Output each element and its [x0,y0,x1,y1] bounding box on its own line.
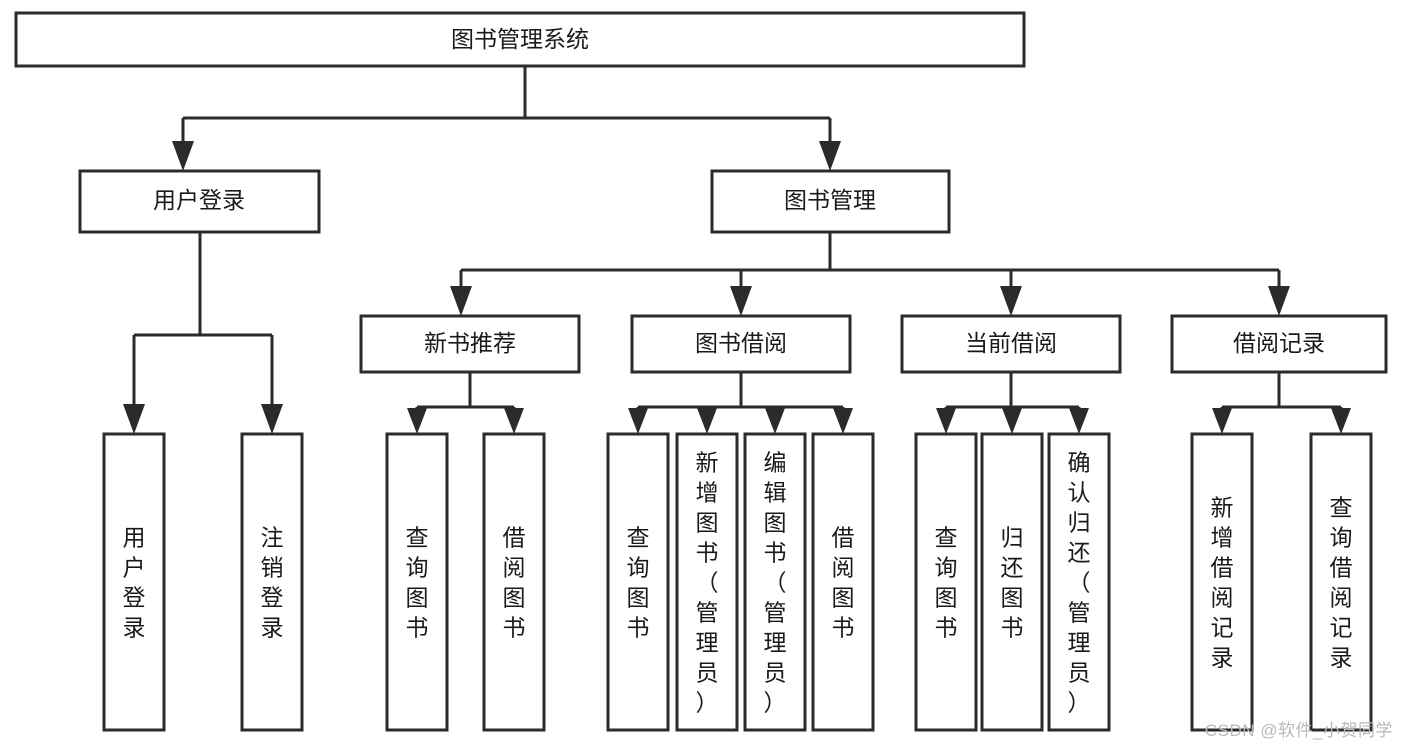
leaf-node-borrow-book-recommend-label: 借阅图书 [503,524,526,640]
node-current-borrow-box [900,314,1122,374]
arrow-records-c2 [1331,408,1351,434]
leaf-node-query-book-current-box [914,432,978,732]
connector-group-newbook [407,372,524,434]
connector-group-bookmgmt [450,232,1290,316]
leaf-node-add-book-admin-box [675,432,739,732]
leaf-node-add-borrow-record-label: 新增借阅记录 [1211,494,1234,670]
node-new-book-recommend[interactable]: 新书推荐 [359,314,581,374]
node-root-box [14,11,1026,68]
arrow-current-c3 [1069,408,1089,434]
leaf-node-query-book-recommend-box [385,432,449,732]
leaf-node-confirm-return-admin-label: 确认归还（管理员） [1068,449,1091,715]
arrow-newbook-c1 [407,408,427,434]
node-user-login[interactable]: 用户登录 [78,169,321,234]
leaf-node-query-borrow-record[interactable]: 查询借阅记录 [1309,432,1373,732]
node-user-login-box [78,169,321,234]
leaf-node-query-book-borrow[interactable]: 查询图书 [606,432,670,732]
leaf-node-query-book-recommend-label: 查询图书 [406,524,429,640]
leaf-node-user-login-label: 用户登录 [123,524,146,640]
arrow-newbook-c2 [504,408,524,434]
node-root-label: 图书管理系统 [451,26,589,52]
node-book-management-label: 图书管理 [784,187,876,213]
watermark-csdn: CSDN @软件_小贺同学 [1204,721,1393,740]
leaf-node-add-book-admin[interactable]: 新增图书（管理员） [675,432,739,732]
connector-group-current [936,372,1089,434]
leaf-node-user-login[interactable]: 用户登录 [102,432,166,732]
arrow-current-c2 [1002,408,1022,434]
connector-group-records [1212,372,1351,434]
leaf-node-edit-book-admin-box [743,432,807,732]
node-borrow-records-box [1170,314,1388,374]
arrow-borrow-c4 [833,408,853,434]
leaf-node-user-login-box [102,432,166,732]
connector-group-borrow [628,372,853,434]
leaf-node-borrow-book-recommend-box [482,432,546,732]
node-borrow-records-label: 借阅记录 [1233,330,1325,356]
arrow-userlogin-c1 [123,404,145,434]
leaf-node-query-book-borrow-box [606,432,670,732]
node-current-borrow-label: 当前借阅 [965,330,1057,356]
leaf-node-borrow-book-label: 借阅图书 [832,524,855,640]
leaf-node-borrow-book-box [811,432,875,732]
leaf-node-confirm-return-admin-box [1047,432,1111,732]
leaf-node-confirm-return-admin[interactable]: 确认归还（管理员） [1047,432,1111,732]
node-borrow-records[interactable]: 借阅记录 [1170,314,1388,374]
leaf-node-borrow-book-recommend[interactable]: 借阅图书 [482,432,546,732]
node-book-management-box [710,169,951,234]
leaf-node-add-book-admin-label: 新增图书（管理员） [696,449,719,715]
node-user-login-label: 用户登录 [153,187,245,213]
arrow-borrow-c1 [628,408,648,434]
leaf-node-edit-book-admin-label: 编辑图书（管理员） [764,449,787,715]
arrow-records-c1 [1212,408,1232,434]
connector-group-userlogin [123,232,283,434]
leaf-node-edit-book-admin[interactable]: 编辑图书（管理员） [743,432,807,732]
leaf-node-add-borrow-record[interactable]: 新增借阅记录 [1190,432,1254,732]
node-book-management[interactable]: 图书管理 [710,169,951,234]
leaf-nodes: 用户登录 注销登录 查询图书 借阅图书 查询图书 新增图书（管理员） [102,432,1373,732]
arrow-root-to-bookmgmt [819,141,841,171]
arrow-borrow-c2 [697,408,717,434]
leaf-node-logout-box [240,432,304,732]
leaf-node-query-book-current[interactable]: 查询图书 [914,432,978,732]
leaf-node-query-book-borrow-label: 查询图书 [627,524,650,640]
node-book-borrow-label: 图书借阅 [695,330,787,356]
leaf-node-add-borrow-record-box [1190,432,1254,732]
node-new-book-recommend-box [359,314,581,374]
node-book-borrow-box [630,314,852,374]
arrow-borrow-c3 [765,408,785,434]
node-current-borrow[interactable]: 当前借阅 [900,314,1122,374]
arrow-bookmgmt-c4 [1268,286,1290,316]
node-book-borrow[interactable]: 图书借阅 [630,314,852,374]
node-new-book-recommend-label: 新书推荐 [424,330,516,356]
leaf-node-borrow-book[interactable]: 借阅图书 [811,432,875,732]
leaf-node-query-borrow-record-box [1309,432,1373,732]
arrow-userlogin-c2 [261,404,283,434]
leaf-node-query-borrow-record-label: 查询借阅记录 [1330,494,1353,670]
leaf-node-logout[interactable]: 注销登录 [240,432,304,732]
leaf-node-return-book-label: 归还图书 [1001,524,1024,640]
leaf-node-query-book-recommend[interactable]: 查询图书 [385,432,449,732]
arrow-current-c1 [936,408,956,434]
connector-group-root [172,66,841,171]
arrow-bookmgmt-c2 [730,286,752,316]
arrow-bookmgmt-c1 [450,286,472,316]
leaf-node-return-book-box [980,432,1044,732]
arrow-bookmgmt-c3 [1000,286,1022,316]
leaf-node-logout-label: 注销登录 [261,524,284,640]
arrow-root-to-userlogin [172,141,194,171]
leaf-node-return-book[interactable]: 归还图书 [980,432,1044,732]
node-root[interactable]: 图书管理系统 [14,11,1026,68]
leaf-node-query-book-current-label: 查询图书 [935,524,958,640]
